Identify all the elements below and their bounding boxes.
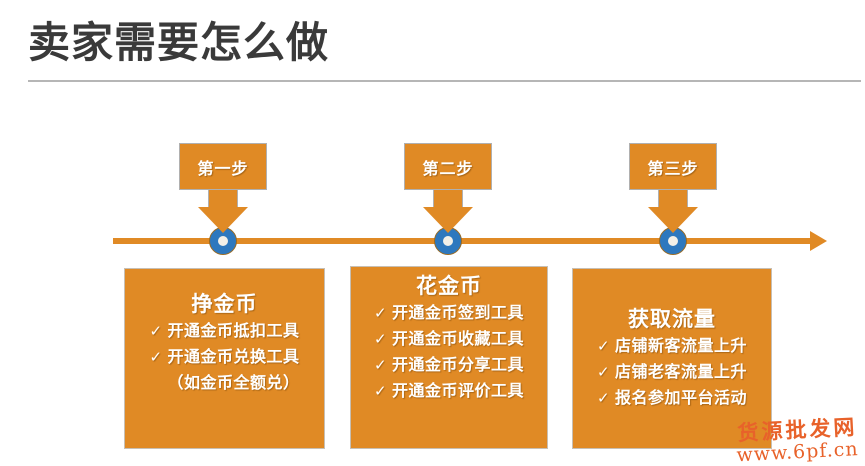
list-item: （如金币全额兑） xyxy=(149,370,299,395)
check-icon: ✓ xyxy=(596,337,611,355)
list-item: ✓开通金币抵扣工具 xyxy=(149,318,299,344)
check-icon: ✓ xyxy=(149,322,163,340)
step-badge-1-label: 第一步 xyxy=(197,158,249,178)
list-item-label: 店铺老客流量上升 xyxy=(614,362,747,381)
step-badge-3[interactable]: 第三步 xyxy=(629,143,717,233)
step-badge-2-arrow-stem xyxy=(433,190,463,207)
card-spend-coins[interactable]: 花金币 ✓开通金币签到工具 ✓开通金币收藏工具 ✓开通金币分享工具 ✓开通金币评… xyxy=(350,266,548,449)
list-item: ✓开通金币签到工具 xyxy=(374,300,524,326)
step-badge-2-box: 第二步 xyxy=(404,143,492,190)
title-divider xyxy=(28,80,861,82)
timeline-arrow-icon xyxy=(810,231,827,251)
check-icon: ✓ xyxy=(596,363,611,381)
list-item-label: 开通金币抵扣工具 xyxy=(167,321,300,340)
step-badge-2[interactable]: 第二步 xyxy=(404,143,492,233)
check-icon: ✓ xyxy=(149,348,163,366)
list-item: ✓店铺老客流量上升 xyxy=(597,359,747,385)
list-item: ✓开通金币评价工具 xyxy=(374,378,524,404)
card-earn-coins[interactable]: 挣金币 ✓开通金币抵扣工具 ✓开通金币兑换工具 （如金币全额兑） xyxy=(124,268,325,449)
step-badge-1[interactable]: 第一步 xyxy=(179,143,267,233)
step-badge-1-arrow-stem xyxy=(208,190,238,207)
card-3-list: ✓店铺新客流量上升 ✓店铺老客流量上升 ✓报名参加平台活动 xyxy=(597,333,747,411)
list-item-label: 开通金币评价工具 xyxy=(391,381,524,400)
card-1-list: ✓开通金币抵扣工具 ✓开通金币兑换工具 （如金币全额兑） xyxy=(149,318,299,395)
list-item-label: 店铺新客流量上升 xyxy=(614,336,747,355)
list-item: ✓报名参加平台活动 xyxy=(597,385,747,411)
list-item-label: 开通金币签到工具 xyxy=(391,303,524,322)
card-3-heading: 获取流量 xyxy=(628,307,716,331)
step-badge-1-box: 第一步 xyxy=(179,143,267,190)
card-1-heading: 挣金币 xyxy=(191,292,258,316)
down-arrow-icon xyxy=(423,207,473,233)
check-icon: ✓ xyxy=(373,356,388,374)
page-title: 卖家需要怎么做 xyxy=(28,18,330,67)
card-get-traffic[interactable]: 获取流量 ✓店铺新客流量上升 ✓店铺老客流量上升 ✓报名参加平台活动 xyxy=(572,268,772,449)
step-badge-3-arrow-stem xyxy=(658,190,688,207)
list-item-label: （如金币全额兑） xyxy=(167,373,300,392)
down-arrow-icon xyxy=(198,207,248,233)
card-2-heading: 花金币 xyxy=(416,274,482,298)
check-icon: ✓ xyxy=(596,389,611,407)
check-icon: ✓ xyxy=(373,330,388,348)
down-arrow-icon xyxy=(648,207,698,233)
check-icon: ✓ xyxy=(373,304,388,322)
list-item-label: 开通金币收藏工具 xyxy=(391,329,524,348)
check-icon: ✓ xyxy=(373,382,388,400)
list-item-label: 开通金币兑换工具 xyxy=(167,347,300,366)
card-2-list: ✓开通金币签到工具 ✓开通金币收藏工具 ✓开通金币分享工具 ✓开通金币评价工具 xyxy=(374,300,524,404)
list-item-label: 报名参加平台活动 xyxy=(614,388,747,407)
list-item-label: 开通金币分享工具 xyxy=(391,355,524,374)
timeline-axis xyxy=(113,238,813,244)
list-item: ✓开通金币兑换工具 xyxy=(149,344,299,370)
step-badge-3-box: 第三步 xyxy=(629,143,717,190)
step-badge-2-label: 第二步 xyxy=(422,158,474,178)
step-badge-3-label: 第三步 xyxy=(647,158,699,178)
list-item: ✓开通金币分享工具 xyxy=(374,352,524,378)
list-item: ✓店铺新客流量上升 xyxy=(597,333,747,359)
list-item: ✓开通金币收藏工具 xyxy=(374,326,524,352)
